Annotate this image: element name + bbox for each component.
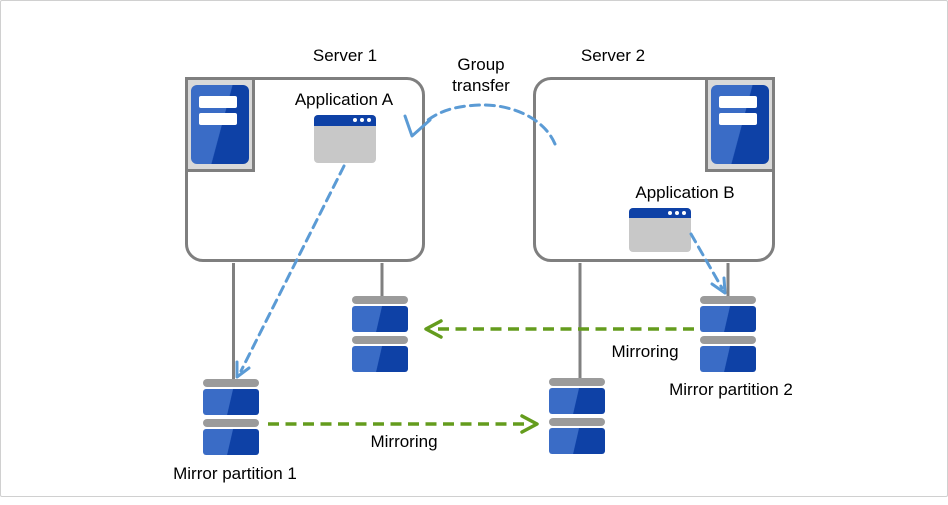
disk-cap xyxy=(203,379,259,387)
window-titlebar xyxy=(629,208,691,218)
tower-slot xyxy=(199,113,237,125)
disk-cap xyxy=(700,296,756,304)
disk-cap xyxy=(352,336,408,344)
disk-platter xyxy=(549,428,605,454)
window-buttons xyxy=(353,118,371,122)
disk-cap xyxy=(700,336,756,344)
server1-title: Server 1 xyxy=(312,46,378,65)
application-b-label: Application B xyxy=(635,183,735,202)
disk-platter xyxy=(700,306,756,332)
disk-cap xyxy=(549,418,605,426)
window-buttons xyxy=(668,211,686,215)
disk-stack-icon-server2-target xyxy=(549,378,605,458)
disk-stack-icon-mirror-partition-2 xyxy=(700,296,756,376)
window-dot xyxy=(668,211,672,215)
app-window-icon-b xyxy=(629,208,691,252)
tower-slot xyxy=(719,113,757,125)
mirror-partition-1-label: Mirror partition 1 xyxy=(173,464,297,483)
disk-cap xyxy=(352,296,408,304)
window-dot xyxy=(682,211,686,215)
server-tower-icon xyxy=(191,85,249,164)
window-dot xyxy=(367,118,371,122)
app-window-icon-a xyxy=(314,115,376,163)
group-transfer-label: Group transfer xyxy=(452,55,510,95)
disk-platter xyxy=(700,346,756,372)
disk-platter xyxy=(352,346,408,372)
mirroring-bottom-label: Mirroring xyxy=(370,432,438,451)
window-dot xyxy=(675,211,679,215)
disk-stack-icon-mirror-partition-1 xyxy=(203,379,259,459)
mirror-partition-2-label: Mirror partition 2 xyxy=(669,380,793,399)
mirroring-top-label: Mirroring xyxy=(611,342,679,361)
disk-stack-icon-server1-target xyxy=(352,296,408,376)
tower-slot xyxy=(199,96,237,108)
window-titlebar xyxy=(314,115,376,126)
window-dot xyxy=(353,118,357,122)
disk-platter xyxy=(549,388,605,414)
tower-slot xyxy=(719,96,757,108)
server2-icon-cell xyxy=(705,77,775,172)
disk-cap xyxy=(203,419,259,427)
application-a-label: Application A xyxy=(294,90,394,109)
window-dot xyxy=(360,118,364,122)
disk-platter xyxy=(203,429,259,455)
disk-platter xyxy=(352,306,408,332)
server-tower-icon xyxy=(711,85,769,164)
server1-icon-cell xyxy=(185,77,255,172)
disk-cap xyxy=(549,378,605,386)
disk-platter xyxy=(203,389,259,415)
server2-title: Server 2 xyxy=(580,46,646,65)
